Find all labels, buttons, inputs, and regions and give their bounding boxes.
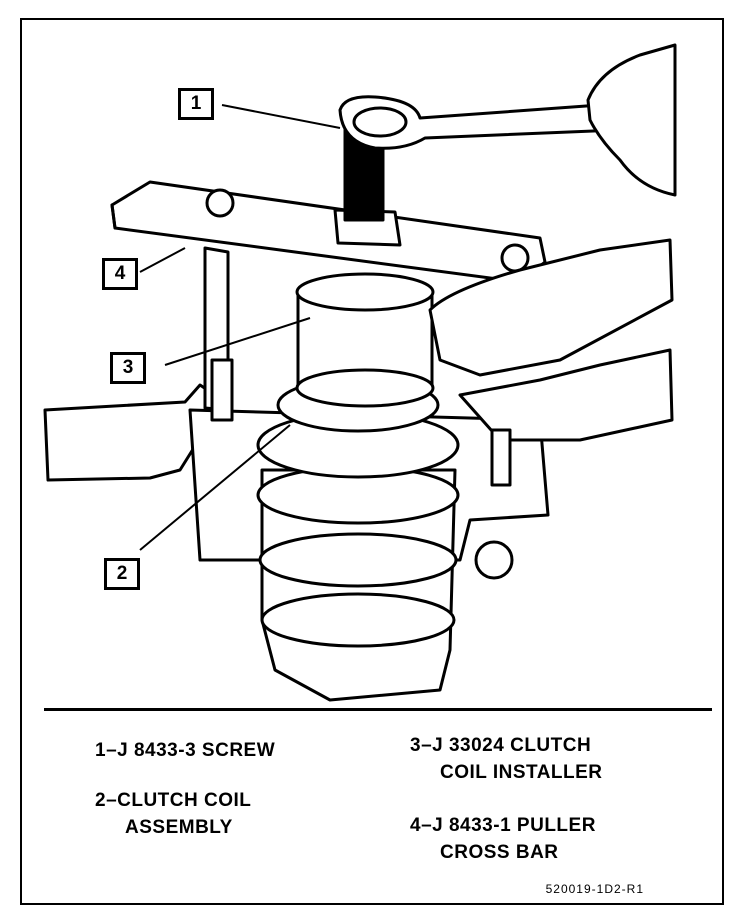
legend-item-3-line2: COIL INSTALLER bbox=[440, 762, 603, 783]
callout-4: 4 bbox=[102, 258, 138, 290]
bar-bolt-left bbox=[205, 188, 235, 218]
leader-2 bbox=[139, 424, 291, 551]
legend-item-2-line2: ASSEMBLY bbox=[125, 817, 233, 838]
clutch-ring-1 bbox=[260, 592, 456, 648]
support-knob bbox=[474, 540, 514, 580]
right-hand-upper bbox=[586, 43, 677, 197]
plate-bolt-right bbox=[490, 428, 512, 487]
bar-bolt-right bbox=[500, 243, 530, 273]
legend-item-4-line1: 4–J 8433-1 PULLER bbox=[410, 815, 596, 836]
leader-3 bbox=[164, 317, 311, 366]
legend-divider bbox=[44, 708, 712, 711]
callout-2: 2 bbox=[104, 558, 140, 590]
legend-item-4-line2: CROSS BAR bbox=[440, 842, 559, 863]
legend-item-2-line1: 2–CLUTCH COIL bbox=[95, 790, 252, 811]
puller-cross-bar bbox=[110, 180, 547, 284]
legend-item-1: 1–J 8433-3 SCREW bbox=[95, 740, 276, 761]
callout-1: 1 bbox=[178, 88, 214, 120]
clutch-ring-2 bbox=[258, 532, 458, 588]
right-forearm bbox=[458, 348, 674, 442]
leader-1 bbox=[221, 104, 341, 129]
legend-item-3-line1: 3–J 33024 CLUTCH bbox=[410, 735, 592, 756]
right-hand-lower bbox=[428, 238, 674, 377]
installer-top bbox=[295, 272, 435, 312]
plate-bolt-left bbox=[210, 358, 234, 422]
left-hand bbox=[43, 383, 217, 482]
leader-4 bbox=[139, 247, 186, 273]
callout-3: 3 bbox=[110, 352, 146, 384]
figure-id: 520019-1D2-R1 bbox=[545, 882, 644, 896]
